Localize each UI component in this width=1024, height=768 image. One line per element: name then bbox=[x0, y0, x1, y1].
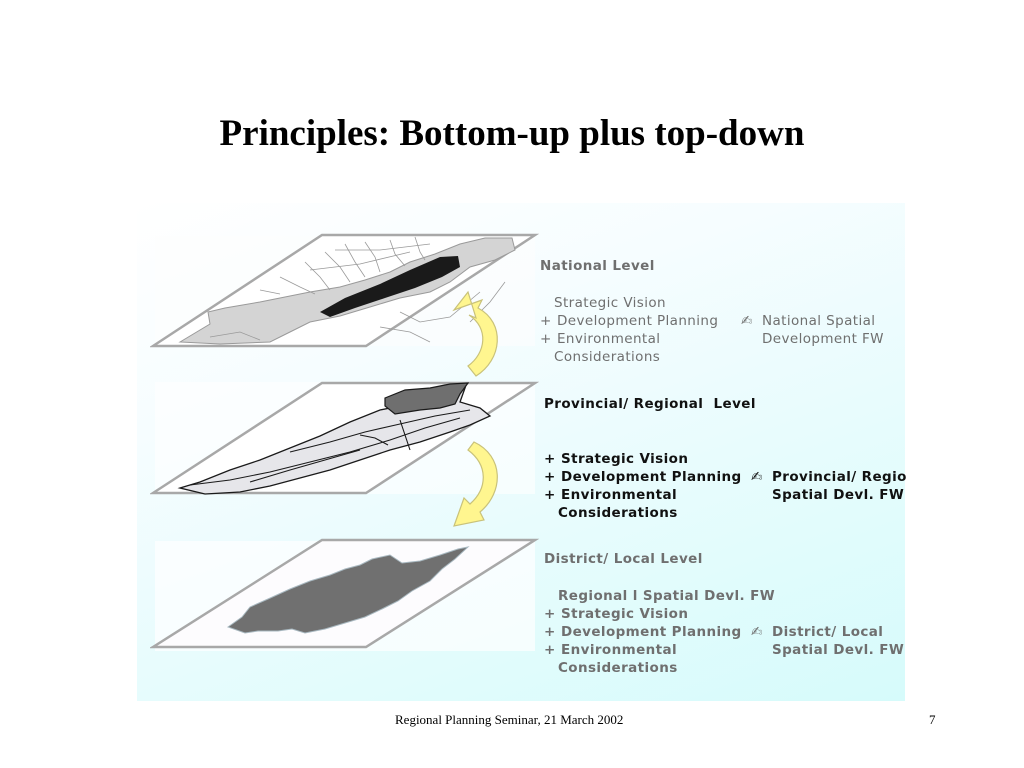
provincial-plus-3: + bbox=[544, 487, 556, 503]
provincial-plus-1: + bbox=[544, 451, 556, 467]
curved-arrow-down-icon bbox=[453, 441, 498, 527]
provincial-level-heading: Provincial/ Regional Level bbox=[544, 396, 756, 412]
national-line-2: Development Planning bbox=[557, 313, 719, 329]
national-line-3: Environmental bbox=[557, 331, 661, 347]
provincial-result-1: Provincial/ Regio bbox=[772, 469, 907, 485]
pen-arrow-icon: ✍ bbox=[741, 313, 753, 329]
national-line-1: Strategic Vision bbox=[554, 295, 667, 311]
district-plus-2: + bbox=[544, 606, 556, 622]
district-line-5: Considerations bbox=[558, 660, 678, 676]
national-plus-3: + bbox=[540, 331, 552, 347]
national-result-2: Development FW bbox=[762, 331, 884, 347]
district-plus-3: + bbox=[544, 624, 556, 640]
slide-title: Principles: Bottom-up plus top-down bbox=[219, 113, 805, 154]
pen-arrow-icon: ✍ bbox=[751, 624, 763, 640]
national-level-heading: National Level bbox=[540, 258, 655, 274]
provincial-plus-2: + bbox=[544, 469, 556, 485]
national-result-1: National Spatial bbox=[762, 313, 876, 329]
provincial-line-2: Development Planning bbox=[561, 469, 742, 485]
provincial-map-icon bbox=[150, 381, 540, 495]
curved-arrow-up-icon bbox=[452, 290, 498, 377]
national-map-icon bbox=[150, 233, 540, 348]
district-result-2: Spatial Devl. FW bbox=[772, 642, 905, 658]
footer-text: Regional Planning Seminar, 21 March 2002 bbox=[395, 712, 624, 727]
provincial-line-4: Considerations bbox=[558, 505, 678, 521]
district-line-2: Strategic Vision bbox=[561, 606, 689, 622]
district-line-1: Regional l Spatial Devl. FW bbox=[558, 588, 776, 604]
pen-arrow-icon: ✍ bbox=[751, 469, 763, 485]
provincial-line-3: Environmental bbox=[561, 487, 678, 503]
district-result-1: District/ Local bbox=[772, 624, 884, 640]
page-number: 7 bbox=[929, 712, 936, 727]
national-line-4: Considerations bbox=[554, 349, 661, 365]
provincial-line-1: Strategic Vision bbox=[561, 451, 689, 467]
district-plus-4: + bbox=[544, 642, 556, 658]
district-line-3: Development Planning bbox=[561, 624, 742, 640]
district-level-heading: District/ Local Level bbox=[544, 551, 703, 567]
provincial-result-2: Spatial Devl. FW bbox=[772, 487, 905, 503]
national-plus-2: + bbox=[540, 313, 552, 329]
district-map-icon bbox=[150, 538, 540, 651]
district-line-4: Environmental bbox=[561, 642, 678, 658]
